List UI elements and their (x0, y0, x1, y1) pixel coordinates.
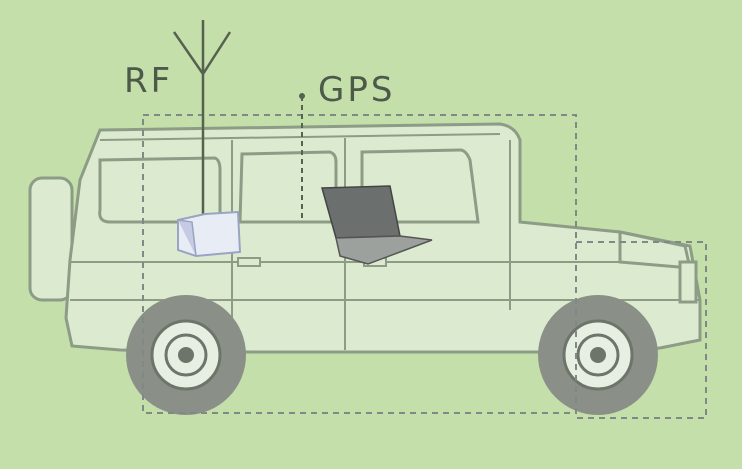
rf-device-icon (177, 210, 242, 258)
rf-label: RF (124, 61, 173, 101)
gps-label: GPS (318, 70, 395, 110)
laptop-icon (321, 185, 433, 265)
spare-tire (28, 176, 74, 302)
gps-antenna-icon (299, 93, 305, 222)
rear-wheel (126, 295, 246, 415)
equipment-zone-outline (142, 114, 707, 419)
middle-window (238, 150, 338, 224)
grille (678, 260, 698, 304)
rf-antenna-icon (172, 20, 232, 215)
front-wheel (538, 295, 658, 415)
door-handle (237, 257, 261, 267)
